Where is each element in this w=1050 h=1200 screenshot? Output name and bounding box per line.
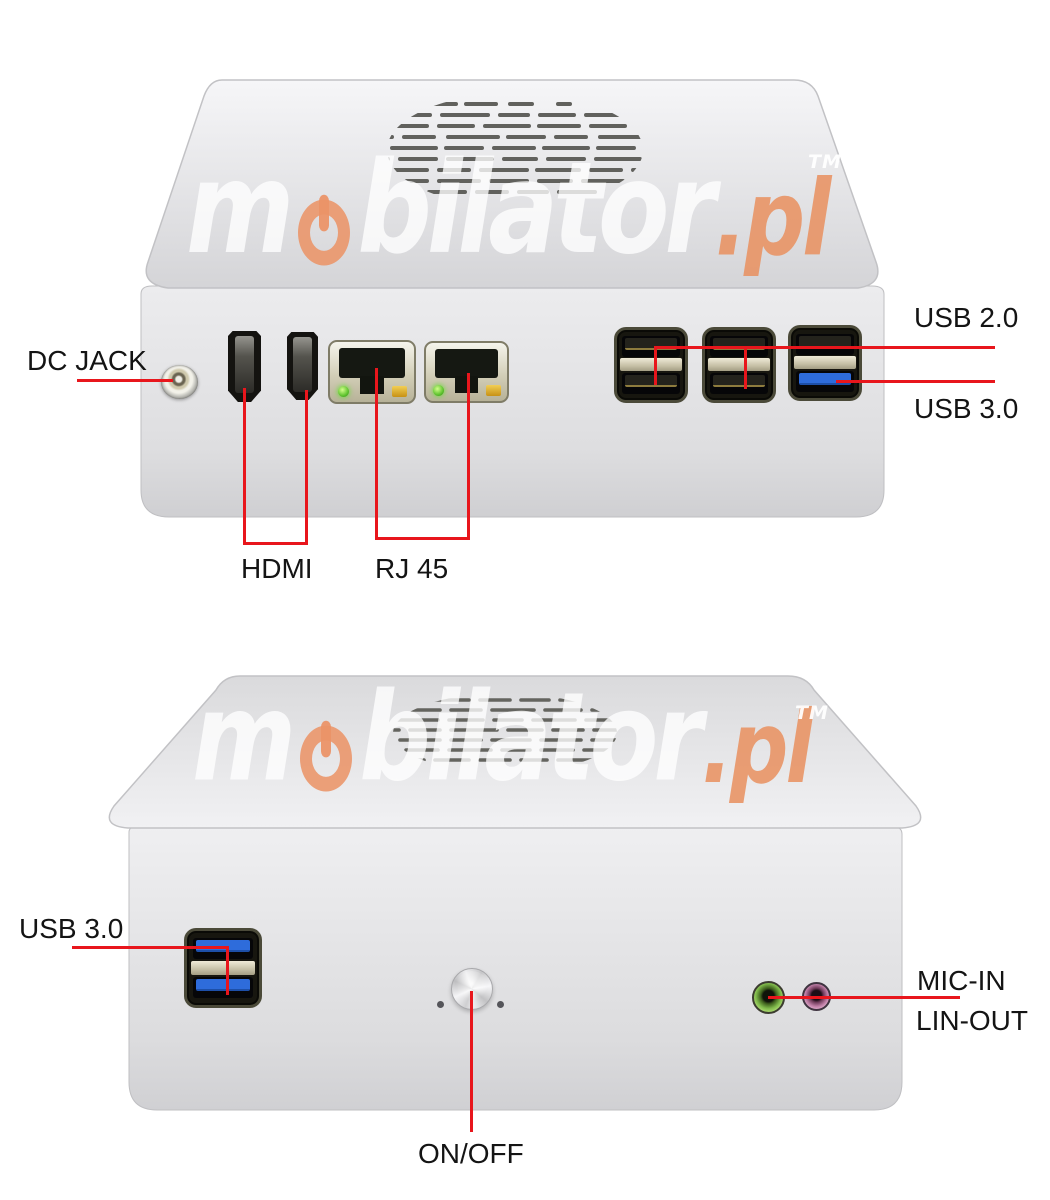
usb2-port bbox=[622, 336, 680, 357]
power-symbol-icon bbox=[298, 199, 351, 266]
usb2-dual-port-2 bbox=[702, 327, 776, 403]
watermark-text-prefix: m bbox=[192, 665, 296, 809]
usb-divider bbox=[620, 358, 682, 372]
callout-line-hdmi-left bbox=[243, 388, 246, 545]
power-symbol-icon bbox=[300, 725, 353, 792]
callout-line-rj45-bottom bbox=[375, 537, 470, 540]
usb2-port bbox=[622, 373, 680, 394]
watermark-domain: .pl bbox=[701, 689, 814, 806]
rj45-activity-led bbox=[392, 385, 408, 397]
front-vent-grille bbox=[393, 698, 617, 762]
callout-line-usb3-front-horizontal bbox=[72, 946, 229, 949]
rj45-link-led bbox=[337, 385, 349, 397]
watermark-text-suffix: bilator bbox=[357, 134, 715, 284]
watermark-front: m bilator .pl bbox=[192, 660, 814, 809]
callout-line-usb2-drop-1 bbox=[654, 346, 657, 385]
front-top-lid bbox=[108, 675, 922, 829]
usb-divider bbox=[794, 356, 856, 370]
label-rj-45: RJ 45 bbox=[375, 553, 449, 584]
watermark-rear: m bilator .pl bbox=[186, 124, 832, 284]
usb2-port bbox=[796, 334, 854, 355]
label-lin-out: LIN-OUT bbox=[916, 1005, 1028, 1036]
callout-line-on-off bbox=[470, 991, 473, 1132]
rj45-port-1 bbox=[328, 340, 416, 404]
rear-front-panel bbox=[140, 285, 885, 518]
dc-jack-port bbox=[161, 365, 198, 399]
watermark-domain: .pl bbox=[714, 158, 832, 280]
usb3-port bbox=[192, 976, 254, 999]
usb3-port bbox=[796, 371, 854, 392]
label-hdmi: HDMI bbox=[241, 553, 313, 584]
front-panel-dot-left bbox=[437, 1001, 444, 1008]
watermark-text-suffix: bilator bbox=[359, 665, 702, 809]
callout-line-hdmi-bottom bbox=[243, 542, 308, 545]
usb2-usb3-dual-port bbox=[788, 325, 862, 401]
usb-divider bbox=[190, 960, 256, 975]
label-mic-in: MIC-IN bbox=[917, 965, 1006, 996]
callout-line-dc-jack bbox=[77, 379, 173, 382]
usb-divider bbox=[708, 358, 770, 372]
front-panel-dot-right bbox=[497, 1001, 504, 1008]
callout-line-usb3-rear bbox=[836, 380, 995, 383]
trademark-symbol-front: TM bbox=[795, 702, 829, 724]
callout-line-rj45-right bbox=[467, 373, 470, 540]
callout-line-usb2-horizontal bbox=[654, 346, 995, 349]
label-on-off: ON/OFF bbox=[418, 1138, 524, 1169]
label-usb-2-0: USB 2.0 bbox=[914, 302, 1019, 333]
label-usb-3-0-front: USB 3.0 bbox=[19, 913, 124, 944]
rj45-port-2 bbox=[424, 341, 509, 403]
hdmi-port-1 bbox=[228, 331, 261, 402]
usb3-dual-port-front bbox=[184, 928, 262, 1008]
label-dc-jack: DC JACK bbox=[27, 345, 147, 376]
usb2-port bbox=[710, 373, 768, 394]
rj45-link-led bbox=[433, 384, 445, 396]
callout-line-usb2-drop-2 bbox=[744, 346, 747, 389]
rj45-activity-led bbox=[485, 384, 501, 396]
label-usb-3-0-rear: USB 3.0 bbox=[914, 393, 1019, 424]
callout-line-rj45-left bbox=[375, 368, 378, 540]
trademark-symbol-rear: TM bbox=[808, 151, 842, 173]
callout-line-usb3-front-drop bbox=[226, 946, 229, 995]
callout-line-hdmi-right bbox=[305, 390, 308, 545]
watermark-text-prefix: m bbox=[186, 134, 294, 284]
callout-line-audio bbox=[768, 996, 960, 999]
hdmi-port-2 bbox=[287, 332, 318, 400]
usb2-dual-port-1 bbox=[614, 327, 688, 403]
